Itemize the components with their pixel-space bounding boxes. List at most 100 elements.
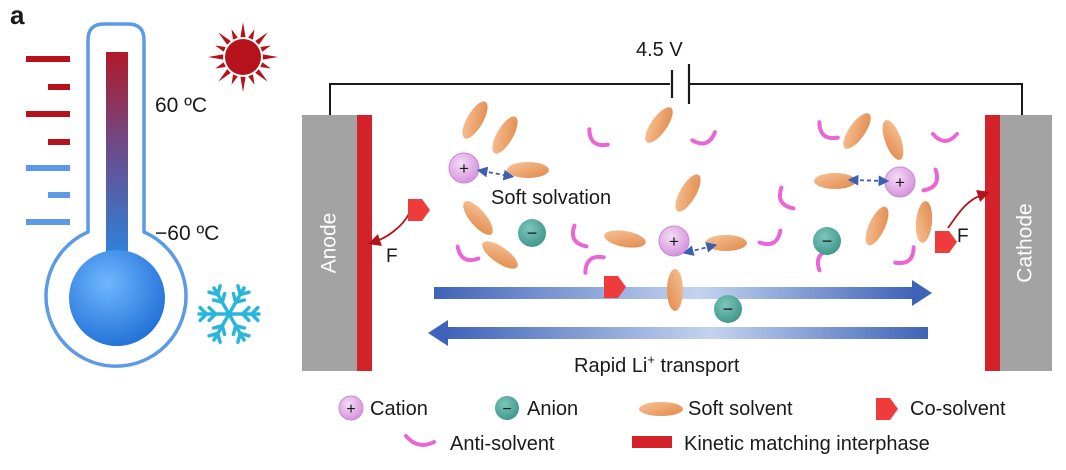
anode-fluorine-arrow: [368, 211, 411, 246]
anion-ion: [813, 227, 841, 255]
transport-label-superscript: +: [647, 352, 655, 367]
high-temperature-label: 60 ºC: [155, 94, 207, 117]
soft-solvent-molecule: [705, 235, 747, 251]
legend-item-interphase: Kinetic matching interphase: [632, 433, 930, 455]
co-solvent-swatch: [876, 398, 898, 420]
soft-solvent-molecule: [463, 201, 493, 235]
anode-f-label: F: [386, 246, 398, 267]
anion-swatch-symbol: −: [502, 401, 511, 418]
anti-solvent-molecule: [893, 245, 916, 266]
sun-ray: [240, 22, 246, 38]
snowflake-branch: [198, 305, 209, 316]
voltage-label: 4.5 V: [636, 39, 683, 61]
anti-solvent-molecule: [587, 127, 610, 148]
sun-icon: [208, 22, 278, 92]
anti-solvent-molecule: [690, 130, 717, 146]
snowflake-branch: [207, 331, 220, 338]
sun-ray: [255, 32, 268, 45]
anti-solvent-molecule: [583, 254, 606, 275]
hot-dash: [48, 84, 70, 90]
snowflake-branch: [249, 312, 260, 323]
sun-ray: [215, 62, 226, 69]
legend-item-anion: − Anion: [495, 396, 578, 420]
sun-ray: [231, 29, 238, 40]
anode-electrode: [302, 115, 357, 371]
hot-dash: [26, 56, 70, 62]
legend-anion-label: Anion: [527, 398, 578, 420]
cation-ion-symbol: +: [895, 173, 905, 192]
solvation-interaction-arrows: [476, 166, 890, 256]
cathode-electrode: [1000, 115, 1052, 371]
cation-ion-symbol: +: [669, 232, 679, 251]
interphase-swatch: [632, 436, 672, 448]
snowflake-branch: [231, 323, 238, 337]
cation-ion-symbol: +: [459, 159, 469, 178]
anti-solvent-molecule: [757, 228, 783, 247]
legend-cation-label: Cation: [370, 398, 428, 420]
snowflake-branch: [220, 291, 227, 305]
legend-interphase-label: Kinetic matching interphase: [684, 433, 930, 455]
soft-solvent-molecule: [645, 107, 673, 143]
sun-disc: [225, 39, 261, 75]
legend-item-anti-solvent: Anti-solvent: [404, 433, 555, 455]
soft-solvent-molecule: [882, 120, 904, 160]
snowflake-branch: [216, 284, 222, 297]
soft-solvent-molecule: [843, 113, 871, 149]
sun-ray: [218, 32, 231, 45]
legend-soft-solvent-label: Soft solvent: [688, 398, 793, 420]
snowflake-branch: [211, 323, 224, 330]
cold-dash: [48, 192, 70, 198]
soft-solvent-molecule: [675, 174, 701, 212]
solvation-arrow: [476, 166, 515, 181]
sun-ray: [208, 54, 224, 60]
solvation-arrow: [847, 174, 890, 187]
sun-ray: [215, 45, 226, 52]
sun-ray: [260, 62, 271, 69]
anti-solvent-molecule: [921, 167, 940, 193]
anion-ion: [714, 295, 742, 323]
cathode-interphase: [985, 115, 1000, 371]
low-temperature-label: −60 ºC: [155, 222, 219, 245]
electrolyte-particles: +++−−−: [408, 101, 959, 323]
legend-item-cation: + Cation: [338, 395, 428, 421]
sun-ray: [248, 74, 255, 85]
legend: + Cation − Anion Soft solvent Co-solvent…: [338, 395, 1006, 455]
anti-solvent-swatch: [404, 434, 436, 447]
sun-ray: [260, 45, 271, 52]
anion-ion-symbol: −: [527, 223, 538, 243]
solvation-arrow: [682, 242, 718, 256]
co-solvent-molecule: [408, 199, 430, 221]
legend-co-solvent-label: Co-solvent: [910, 398, 1006, 420]
anti-solvent-molecule: [455, 244, 481, 263]
transport-label: Rapid Li+ transport: [574, 352, 740, 377]
anion-ion-symbol: −: [723, 299, 734, 319]
snowflake-branch: [238, 290, 251, 297]
legend-item-soft-solvent: Soft solvent: [639, 398, 793, 420]
snowflake-branch: [240, 312, 251, 323]
soft-solvent-molecule: [814, 173, 856, 189]
hot-dash: [48, 139, 70, 145]
soft-solvent-molecule: [667, 269, 683, 311]
reverse-transport-arrow: [428, 320, 928, 346]
anti-solvent-molecule: [570, 223, 589, 249]
cathode-fluorine-arrow: [947, 190, 990, 229]
legend-item-co-solvent: Co-solvent: [876, 398, 1006, 420]
cation-swatch: [338, 395, 364, 421]
anti-solvent-molecule: [777, 185, 796, 211]
soft-solvent-molecule: [462, 101, 488, 139]
anti-solvent-molecule: [931, 132, 959, 143]
sun-ray: [248, 29, 255, 40]
legend-anti-solvent-label: Anti-solvent: [450, 433, 555, 455]
cold-dash: [26, 165, 70, 171]
soft-solvent-molecule: [507, 162, 549, 178]
soft-solvent-molecule: [915, 201, 933, 243]
snowflake-branch: [207, 305, 218, 316]
sun-ray: [231, 74, 238, 85]
snowflake-branch: [236, 331, 242, 344]
anode-label: Anode: [318, 213, 341, 274]
circuit-wire: [329, 83, 1023, 115]
soft-solvent-molecule: [482, 241, 518, 269]
hot-dash: [26, 111, 70, 117]
sun-ray: [218, 69, 231, 82]
cathode-f-label: F: [957, 226, 969, 247]
